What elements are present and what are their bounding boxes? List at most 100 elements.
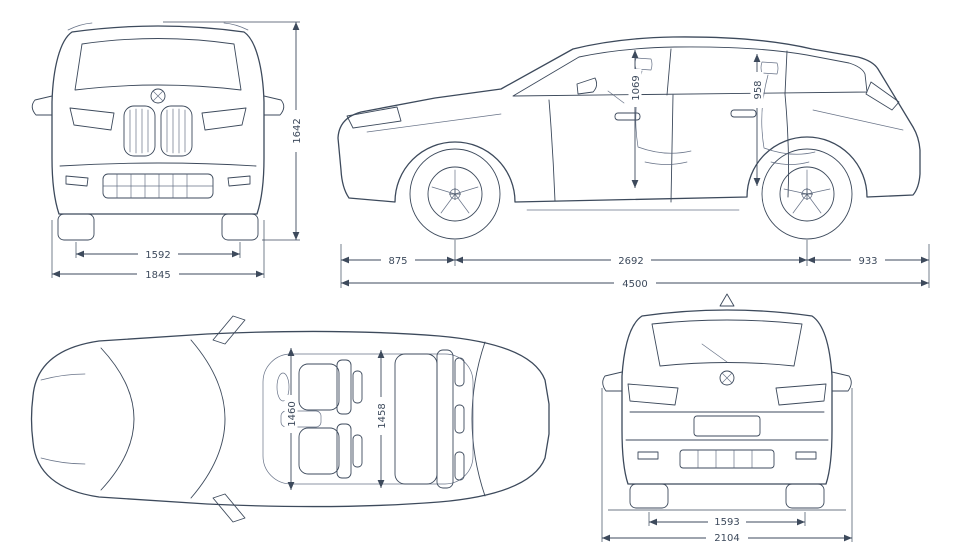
label-plate xyxy=(611,253,651,267)
rear-spokes xyxy=(783,169,831,214)
taillight-left xyxy=(627,383,679,406)
rear-rim xyxy=(779,166,835,222)
dim-rear-headroom-label: 958 xyxy=(753,80,764,99)
windshield xyxy=(74,38,242,91)
headrest xyxy=(352,434,363,468)
kidney-grille-left xyxy=(123,105,156,157)
top-view: 1460 1458 xyxy=(30,315,550,523)
door-seams xyxy=(548,93,790,203)
intake-grid xyxy=(102,173,214,199)
side-headlight xyxy=(346,106,402,129)
center-console xyxy=(280,410,322,428)
front-rim xyxy=(427,166,483,222)
fog-vent-right xyxy=(227,175,251,187)
bumper-crease xyxy=(59,162,257,167)
label-plate xyxy=(374,397,388,435)
label-plate xyxy=(381,253,415,267)
front-seat-right xyxy=(298,423,363,479)
rear-window xyxy=(651,319,803,367)
headlight-right xyxy=(201,107,247,131)
rear-body-outline xyxy=(621,309,833,485)
seat-cushion xyxy=(298,427,340,475)
panoramic-roof xyxy=(262,353,474,485)
side-view: 1069 958 875 2692 933 4500 xyxy=(337,36,930,290)
front-spokes xyxy=(431,169,479,214)
door-handle-rear xyxy=(730,109,757,118)
top-car-drawing xyxy=(30,315,550,523)
bench-cushion xyxy=(394,353,438,485)
front-tire xyxy=(409,148,501,240)
side-glasshouse xyxy=(512,46,868,97)
front-detail-lines xyxy=(40,373,86,465)
windshield-arc xyxy=(190,339,226,499)
mirror-bottom-icon xyxy=(212,493,246,523)
kidney-grille-right xyxy=(160,105,193,157)
seat-backrest xyxy=(336,359,352,415)
front-wheel-right xyxy=(221,213,259,241)
dim-front-interior-width-label: 1460 xyxy=(287,401,298,426)
dim-rear-overhang-label: 933 xyxy=(858,256,877,267)
reflector-right xyxy=(795,451,817,460)
dim-wheelbase-label: 2692 xyxy=(618,256,643,267)
rear-bench-seat xyxy=(394,349,465,489)
rear-wheel-right xyxy=(785,483,825,509)
bmw-roundel-icon xyxy=(719,370,735,386)
dim-track-width-label: 1592 xyxy=(145,250,170,261)
dim-rear-interior-width-label: 1458 xyxy=(377,403,388,428)
headrest xyxy=(454,451,465,481)
side-mirror-left-icon xyxy=(31,95,53,116)
label-plate xyxy=(706,531,748,544)
front-seat xyxy=(634,57,692,165)
label-plate xyxy=(614,276,656,290)
side-car-drawing xyxy=(337,36,921,240)
label-plate xyxy=(284,395,298,433)
front-seat-left xyxy=(298,359,363,415)
extension-lines xyxy=(51,21,300,278)
label-plate xyxy=(750,72,764,108)
side-taillight xyxy=(865,81,900,111)
c-pillar xyxy=(784,50,788,95)
label-plate xyxy=(289,110,302,152)
diffuser-fins xyxy=(697,449,753,469)
shark-fin-antenna-icon xyxy=(719,293,735,307)
taillight-right xyxy=(775,383,827,406)
front-body-outline xyxy=(51,25,265,215)
rear-seat xyxy=(760,61,816,165)
b-pillar xyxy=(666,48,672,96)
rear-view: 1593 2104 xyxy=(601,293,853,544)
headlight-left xyxy=(69,107,115,131)
rear-window-arc xyxy=(471,341,486,497)
roof-rails xyxy=(67,22,249,31)
side-dimensions: 1069 958 875 2692 933 4500 xyxy=(340,50,930,290)
bmw-roundel-icon xyxy=(150,88,166,104)
label-plate xyxy=(628,69,642,107)
fog-vent-left xyxy=(65,175,89,187)
dim-rear-track-label: 1593 xyxy=(714,517,739,528)
front-dimensions: 1592 1845 1642 xyxy=(51,21,303,281)
steering-wheel xyxy=(607,90,625,104)
label-plate xyxy=(138,247,178,260)
front-car-drawing xyxy=(31,22,285,241)
seat-backrest xyxy=(336,423,352,479)
top-body-outline xyxy=(30,330,550,508)
label-plate xyxy=(708,515,746,528)
side-mirror-right-icon xyxy=(263,95,285,116)
label-plate xyxy=(851,253,885,267)
grille-slats xyxy=(129,108,186,154)
license-plate-recess xyxy=(693,415,761,437)
roundel-quarters xyxy=(721,372,733,384)
side-mirror-left-icon xyxy=(602,371,623,392)
seat-cushion xyxy=(298,363,340,411)
front-view: 1592 1845 1642 xyxy=(31,21,303,281)
top-dimensions: 1460 1458 xyxy=(284,348,388,490)
front-wheel-left xyxy=(57,213,95,241)
dim-width-mirrors-label: 2104 xyxy=(714,533,739,544)
headrest xyxy=(352,370,363,404)
dim-overall-length-label: 4500 xyxy=(622,279,647,290)
dim-front-headroom-label: 1069 xyxy=(631,75,642,100)
reflector-left xyxy=(637,451,659,460)
roundel-quarters xyxy=(152,90,164,102)
character-lines xyxy=(366,109,904,211)
bench-backrest xyxy=(436,349,454,489)
